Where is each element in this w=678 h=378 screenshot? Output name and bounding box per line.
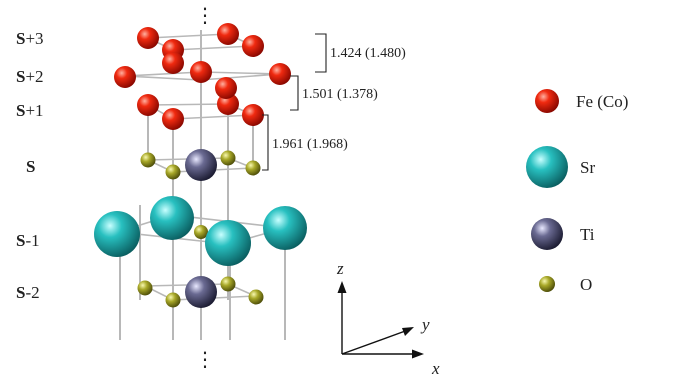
o-atom [140,152,156,168]
sr-atom [150,196,194,240]
top-ellipsis: ⋮ [195,3,215,27]
layer-label: S-2 [16,283,40,302]
distance-brackets [262,33,327,171]
fe-atom [162,108,184,130]
o-atom [220,150,236,166]
layer-s-plus-1-atoms [137,93,264,130]
o-atom [248,289,264,305]
legend: Fe (Co) Sr Ti O [526,89,628,294]
o-atom [245,160,261,176]
x-axis-label: x [431,359,440,378]
fe-legend-icon [535,89,559,113]
y-axis-label: y [420,315,430,334]
sr-atom [94,211,140,257]
fe-atom [269,63,291,85]
layer-label: S [26,157,35,176]
legend-label-sr: Sr [580,158,595,177]
distance-label: 1.961 (1.968) [272,137,348,152]
z-axis-label: z [336,259,344,278]
layer-s-minus-2-atoms [137,276,264,308]
fe-atom [114,66,136,88]
coordinate-axes [337,281,424,359]
crystal-structure: ⋮ ⋮ [94,3,307,371]
distance-label: 1.424 (1.480) [330,46,406,61]
legend-label-fe: Fe (Co) [576,92,628,111]
layer-label: S+2 [16,67,44,86]
o-atom [137,280,153,296]
o-atom [220,276,236,292]
sr-legend-icon [526,146,568,188]
layer-s-plus-2-atoms [114,61,291,99]
o-atom [194,225,208,239]
layer-label: S-1 [16,231,40,250]
sr-atom [205,220,251,266]
fe-atom [217,93,239,115]
fe-atom [190,61,212,83]
distance-labels: 1.424 (1.480) 1.501 (1.378) 1.961 (1.968… [272,46,406,152]
distance-label: 1.501 (1.378) [302,87,378,102]
ti-atom [185,149,217,181]
bottom-ellipsis: ⋮ [195,347,215,371]
bracket [315,33,327,73]
sr-atom [263,206,307,250]
o-legend-icon [539,276,555,292]
ti-legend-icon [531,218,563,250]
layer-s-minus-1-atoms [94,196,307,266]
legend-label-ti: Ti [580,225,595,244]
fe-atom [162,52,184,74]
fe-atom [137,27,159,49]
layer-label: S+1 [16,101,44,120]
fe-atom [215,77,237,99]
layer-labels: S+3 S+2 S+1 S S-1 S-2 [16,29,44,302]
legend-label-o: O [580,275,592,294]
layer-s-atoms [140,149,261,181]
ti-atom [185,276,217,308]
bracket [290,75,299,111]
fe-atom [242,35,264,57]
layer-label: S+3 [16,29,44,48]
bracket [262,114,269,171]
fe-atom [137,94,159,116]
fe-atom [242,104,264,126]
o-atom [165,292,181,308]
o-atom [165,164,181,180]
fe-atom [217,23,239,45]
layer-s-plus-3-atoms [137,23,264,74]
